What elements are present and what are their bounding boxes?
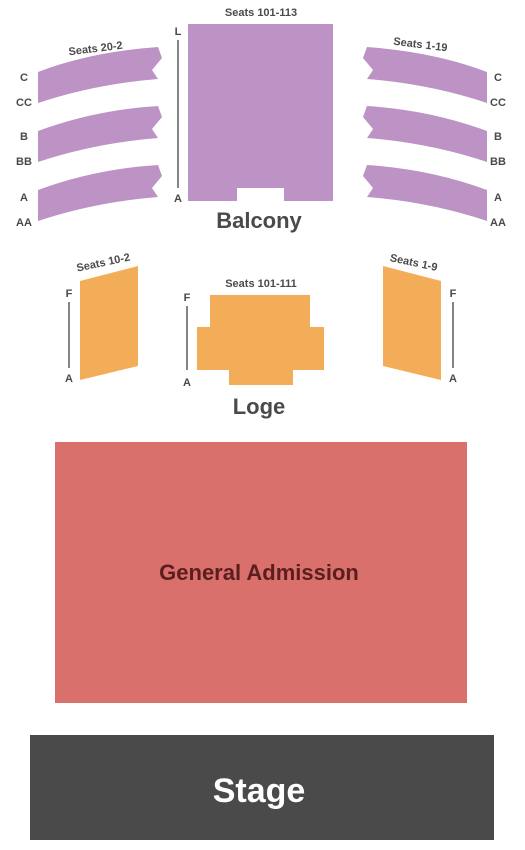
loge-right-row-bottom: A <box>449 373 457 385</box>
general-admission-label: General Admission <box>159 560 359 585</box>
balcony-left-row-b[interactable] <box>38 106 162 162</box>
loge-right-row-top: F <box>450 288 457 300</box>
balcony-right-row-label-cc: CC <box>490 97 506 109</box>
balcony-right-row-label-aa: AA <box>490 217 506 229</box>
balcony-left-row-label-a: A <box>20 192 28 204</box>
balcony-right-row-b[interactable] <box>363 106 487 162</box>
balcony-left-row-label-aa: AA <box>16 217 32 229</box>
balcony-left-row-label-cc: CC <box>16 97 32 109</box>
general-admission-area[interactable] <box>55 442 467 703</box>
stage-area <box>30 735 494 840</box>
balcony-left-row-label-bb: BB <box>16 156 32 168</box>
loge-center-row-bottom: A <box>183 377 191 389</box>
balcony-right-row-label-c: C <box>494 72 502 84</box>
balcony-right-row-label-b: B <box>494 131 502 143</box>
balcony-right-row-c[interactable] <box>363 47 487 103</box>
stage-section: Stage <box>30 735 494 840</box>
balcony-center-row-top: L <box>175 26 182 38</box>
loge-left-row-top: F <box>66 288 73 300</box>
general-admission-section: General Admission <box>55 442 467 703</box>
loge-left-row-bottom: A <box>65 373 73 385</box>
balcony-center-seats-label: Seats 101-113 <box>225 7 297 19</box>
loge-section: Seats 10-2 F A Seats 101-111 F A Seats 1… <box>65 252 457 419</box>
loge-center-seats-label: Seats 101-111 <box>225 278 297 290</box>
balcony-title: Balcony <box>216 208 302 233</box>
balcony-left-row-label-c: C <box>20 72 28 84</box>
balcony-right-row-label-a: A <box>494 192 502 204</box>
loge-title: Loge <box>233 394 286 419</box>
balcony-center-row-bottom: A <box>174 193 182 205</box>
stage-label: Stage <box>213 772 306 810</box>
loge-center-block[interactable] <box>197 295 324 385</box>
loge-right-block[interactable] <box>383 266 441 380</box>
balcony-left-row-label-b: B <box>20 131 28 143</box>
balcony-center-block[interactable] <box>188 24 333 201</box>
balcony-left-row-c[interactable] <box>38 47 162 103</box>
loge-left-block[interactable] <box>80 266 138 380</box>
balcony-section: Seats 101-113 L A Seats 20-2 C CC B BB A… <box>16 7 506 233</box>
balcony-right-row-a[interactable] <box>363 165 487 221</box>
balcony-right-row-label-bb: BB <box>490 156 506 168</box>
balcony-left-row-a[interactable] <box>38 165 162 221</box>
loge-center-row-top: F <box>184 292 191 304</box>
